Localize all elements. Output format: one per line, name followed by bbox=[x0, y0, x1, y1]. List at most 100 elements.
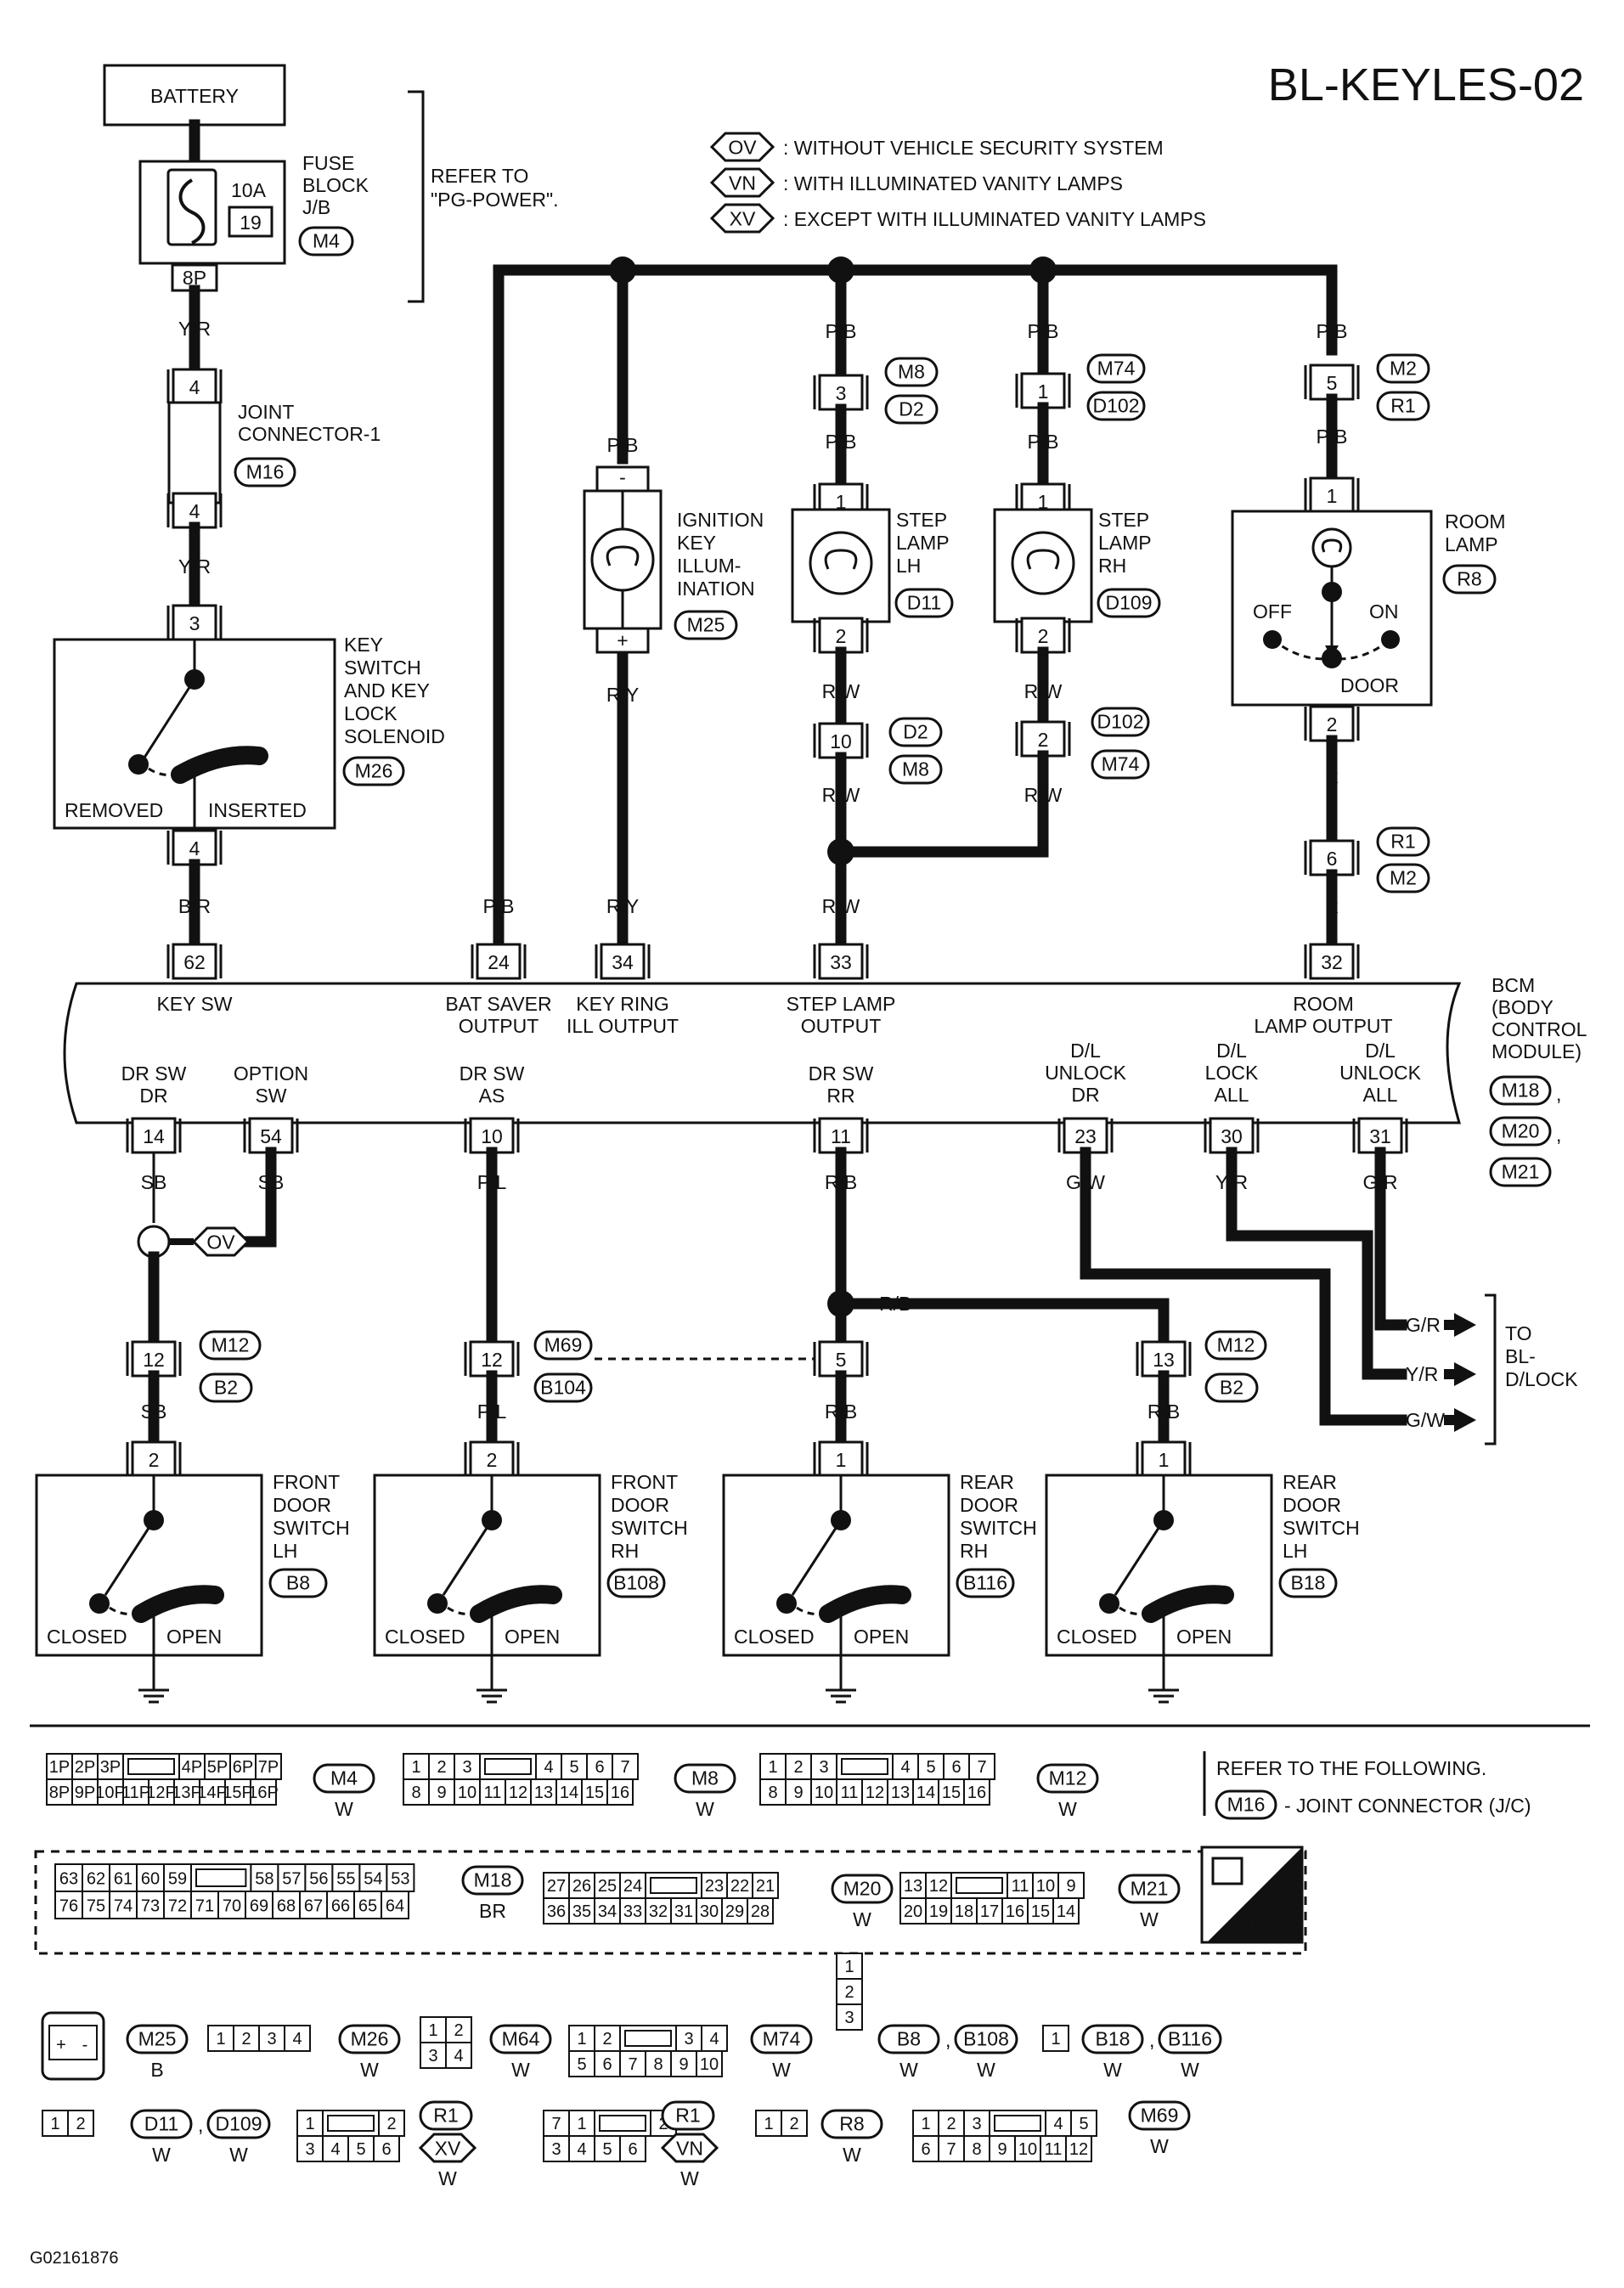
connector-view-color-low9: W bbox=[1150, 2135, 1169, 2157]
bcm-pin-name-10: DR SW bbox=[460, 1062, 525, 1085]
connector-view-m4-0-pin: 8P bbox=[49, 1784, 70, 1802]
connector-view-m8-1-pin: 16 bbox=[611, 1784, 629, 1802]
wire-label-br: B/R bbox=[178, 895, 211, 917]
connector-view-tag-m26-low0 bbox=[338, 2024, 401, 2054]
connector-view-m21-5-cell bbox=[1001, 1897, 1029, 1925]
step-lamp-rh-connector-label: D109 bbox=[1106, 592, 1153, 614]
step-lamp-lh-icon bbox=[809, 531, 873, 595]
bcm-pin-name-30: D/L bbox=[1216, 1040, 1247, 1062]
door-switch-pin-1 bbox=[469, 1440, 515, 1478]
connector-view-b18-low4-pin: 1 bbox=[1051, 2030, 1060, 2048]
connector-view-m12-2-pin: 1 bbox=[768, 1758, 777, 1777]
door-switch-label-1: FRONT bbox=[611, 1471, 678, 1493]
connector-view-m4-0-pin: 5P bbox=[207, 1758, 228, 1777]
connector-view-color-low3: W bbox=[899, 2059, 918, 2081]
wire-label-pb-bat: P/B bbox=[482, 895, 514, 917]
connector-view-r1-low6-cell bbox=[296, 2135, 324, 2162]
connector-view-color-extra4: W bbox=[1181, 2059, 1199, 2081]
step-lamp-rh-label: LAMP bbox=[1098, 532, 1152, 554]
connector-view-r8-low8-cell bbox=[781, 2110, 808, 2137]
door-switch-connector-2 bbox=[956, 1568, 1015, 1598]
wire-label-ry-2: R/Y bbox=[606, 895, 639, 917]
wire-label-pb-room-1: P/B bbox=[1316, 320, 1347, 342]
connector-group-dashed bbox=[34, 1850, 1307, 1955]
inline-m74-tag bbox=[1086, 353, 1146, 384]
connector-view-tag-m26-low0-label: M26 bbox=[351, 2028, 389, 2050]
connector-view-m20-4-pin: 33 bbox=[623, 1902, 642, 1921]
connector-view-m8-1-pin: 11 bbox=[484, 1784, 502, 1802]
door-switch-connector-2-label: B116 bbox=[963, 1572, 1007, 1594]
refer-bracket bbox=[408, 90, 425, 303]
connector-view-r8-low8-pin: 2 bbox=[789, 2115, 798, 2133]
ign-minus-box bbox=[595, 465, 650, 493]
connector-view-m4-0-pin: 15P bbox=[223, 1784, 253, 1802]
connector-view-m21-5-pin: 17 bbox=[980, 1902, 999, 1921]
connector-view-m69-low9-key bbox=[994, 2115, 1041, 2132]
bcm-label: (BODY bbox=[1491, 996, 1554, 1018]
connector-view-r1-low7-pin: 4 bbox=[577, 2140, 586, 2159]
connector-view-m21-5-pin: 15 bbox=[1031, 1902, 1050, 1921]
pb-bus bbox=[493, 264, 1338, 949]
connector-view-m4-0-key bbox=[127, 1758, 175, 1775]
connector-view-m21-5-cell bbox=[1052, 1897, 1080, 1925]
connector-view-tag-m69-low9 bbox=[1128, 2100, 1191, 2131]
connector-view-m18-3-cell bbox=[136, 1863, 165, 1892]
connector-view-m26-low0-pin: 3 bbox=[267, 2030, 276, 2048]
connector-view-tag-m12-2 bbox=[1036, 1763, 1099, 1794]
connector-view-tag-m74-low2-label: M74 bbox=[763, 2028, 801, 2050]
connector-view-m20-4-pin: 31 bbox=[674, 1902, 693, 1921]
inline-d102-bot-tag-label: D102 bbox=[1097, 711, 1144, 733]
inline-r1-tag-label: R1 bbox=[1390, 395, 1415, 417]
connector-view-m64-low1-cell bbox=[445, 2016, 472, 2043]
door-switch-label-0: FRONT bbox=[273, 1471, 340, 1493]
inline-m12-b2-right-label: 13 bbox=[1153, 1349, 1175, 1371]
door-switch-connector-0 bbox=[268, 1568, 328, 1598]
connector-view-m74-low2-cell bbox=[701, 2025, 728, 2052]
connector-view-m4-0-pin: 16P bbox=[248, 1784, 279, 1802]
connector-view-r1-low6-pin: 4 bbox=[330, 2140, 340, 2159]
inline-m8-bot-tag-label: M8 bbox=[902, 758, 929, 781]
door-switch-contact-bar-1 bbox=[470, 1585, 562, 1623]
connector-view-m8-1-pin: 2 bbox=[437, 1758, 446, 1777]
connector-view-m69-low9-pin: 8 bbox=[972, 2140, 981, 2159]
connector-view-m8-1-cell bbox=[454, 1778, 481, 1806]
key-switch-label: LOCK bbox=[344, 702, 398, 724]
bcm-pin-name-14: DR SW bbox=[121, 1062, 187, 1085]
connector-view-m74-low2-key bbox=[624, 2030, 672, 2047]
wire-label-pl-2: P/L bbox=[477, 1400, 507, 1423]
connector-view-r1-low7-pin: 3 bbox=[551, 2140, 561, 2159]
bcm-pin-14-label: 14 bbox=[143, 1125, 165, 1147]
arrow-gr bbox=[1454, 1313, 1476, 1337]
connector-view-m4-0-cell bbox=[255, 1753, 282, 1780]
connector-view-r8-low8-cell bbox=[755, 2110, 782, 2137]
connector-view-m12-2-cell bbox=[759, 1778, 787, 1806]
room-lamp-pin1 bbox=[1309, 476, 1355, 514]
connector-view-m4-0-pin: 7P bbox=[258, 1758, 279, 1777]
legend-tag-xv bbox=[709, 203, 775, 234]
wire-label-rb-1: R/B bbox=[825, 1171, 857, 1193]
joint-connector-tag bbox=[234, 457, 296, 487]
connector-view-color-3: BR bbox=[479, 1900, 506, 1922]
connector-view-m21-5-cell bbox=[1027, 1897, 1054, 1925]
door-switch-box-2 bbox=[722, 1474, 950, 1657]
connector-view-tag-d109-label: D109 bbox=[216, 2113, 262, 2135]
door-switch-contact-1 bbox=[427, 1593, 448, 1614]
connector-view-m74-low2-pin: 9 bbox=[679, 2055, 688, 2074]
wire-label-gr-out: G/R bbox=[1406, 1314, 1441, 1336]
inline-m74-d102-top bbox=[1020, 372, 1066, 409]
wire-label-yr-out: Y/R bbox=[1406, 1363, 1438, 1385]
connector-view-m12-2-pin: 9 bbox=[793, 1784, 803, 1802]
connector-view-m21-5-pin: 20 bbox=[904, 1902, 922, 1921]
connector-view-tag-b116 bbox=[1158, 2024, 1222, 2054]
inline-m2-bot-tag-label: M2 bbox=[1390, 867, 1417, 889]
connector-view-m21-5-pin: 19 bbox=[929, 1902, 948, 1921]
connector-view-m20-4-key bbox=[650, 1877, 697, 1894]
connector-view-m18-3-cell bbox=[82, 1863, 110, 1892]
bcm-pin-33 bbox=[818, 943, 864, 980]
connector-view-m20-4-cell bbox=[619, 1872, 646, 1899]
inline-r1-tag bbox=[1376, 391, 1430, 421]
bcm-pin-33-label: 33 bbox=[830, 951, 852, 973]
inline-m69-tag bbox=[533, 1330, 593, 1361]
connector-view-m4-0-cell bbox=[122, 1778, 149, 1806]
connector-view-b8-low3-pin: 2 bbox=[844, 1983, 854, 2002]
